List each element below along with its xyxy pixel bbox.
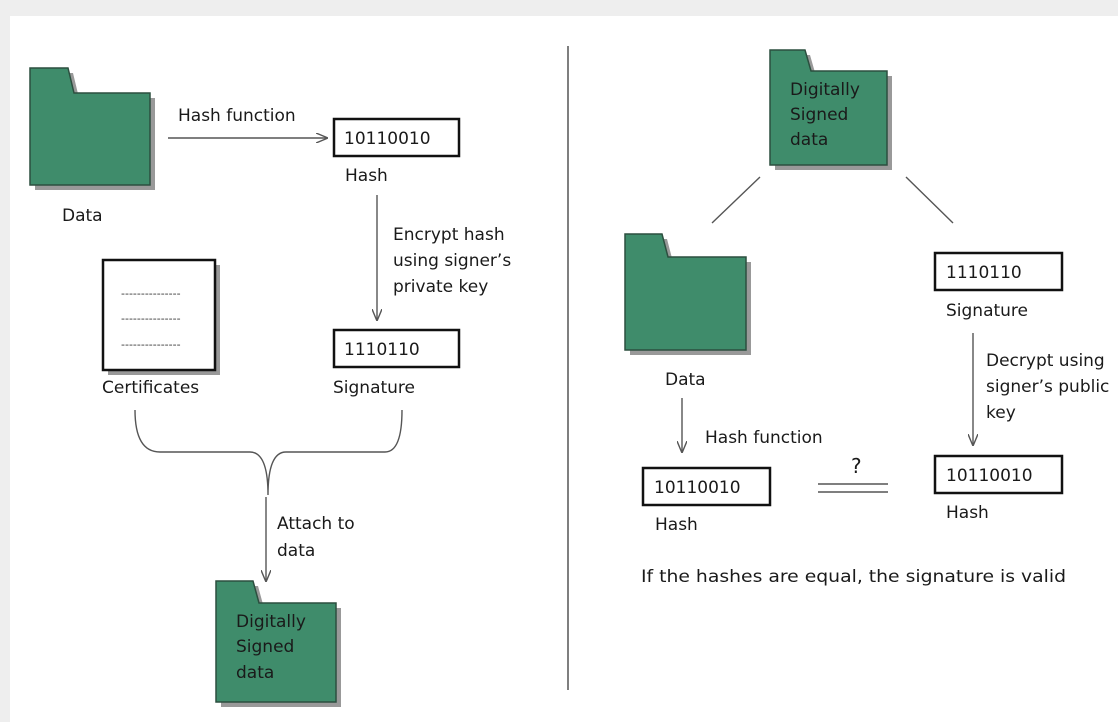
right-hash-function-label: Hash function bbox=[705, 428, 823, 448]
decrypt-line-1: Decrypt using bbox=[986, 351, 1105, 371]
left-hash-function-label: Hash function bbox=[178, 106, 296, 126]
encrypt-line-1: Encrypt hash bbox=[393, 225, 505, 245]
left-hash-box bbox=[332, 117, 461, 158]
split-line-right bbox=[905, 176, 954, 224]
computed-hash-label: Hash bbox=[655, 515, 698, 535]
left-hash-value: 10110010 bbox=[344, 129, 431, 149]
certificate-dash-3: --------------- bbox=[121, 338, 181, 351]
left-signed-line-1: Digitally bbox=[236, 612, 306, 632]
computed-hash-value: 10110010 bbox=[654, 478, 741, 498]
computed-hash-box bbox=[641, 466, 772, 507]
digital-signature-diagram: Data Hash function 10110010 Hash Encrypt… bbox=[29, 46, 1109, 707]
left-data-label: Data bbox=[62, 206, 103, 226]
diagram-canvas: Data Hash function 10110010 Hash Encrypt… bbox=[10, 16, 1118, 722]
split-line-left bbox=[711, 176, 761, 224]
right-signature-value: 1110110 bbox=[946, 263, 1022, 283]
right-signed-data-folder-icon bbox=[769, 49, 892, 170]
right-signed-line-1: Digitally bbox=[790, 80, 860, 100]
right-signed-line-3: data bbox=[790, 130, 828, 150]
attach-line-2: data bbox=[277, 541, 315, 561]
right-data-folder-icon bbox=[624, 233, 751, 355]
right-signature-label: Signature bbox=[946, 301, 1028, 321]
left-signature-box bbox=[332, 328, 461, 369]
right-data-label: Data bbox=[665, 370, 706, 390]
left-signed-line-3: data bbox=[236, 663, 274, 683]
left-signed-data-folder-icon bbox=[215, 580, 341, 707]
certificates-label: Certificates bbox=[102, 378, 199, 398]
right-signature-box bbox=[933, 251, 1064, 292]
combine-brace bbox=[134, 409, 403, 496]
certificate-document-icon: --------------- --------------- --------… bbox=[101, 258, 220, 375]
decrypted-hash-label: Hash bbox=[946, 503, 989, 523]
left-signed-line-2: Signed bbox=[236, 637, 294, 657]
certificate-dash-1: --------------- bbox=[121, 287, 181, 300]
decrypt-line-2: signer’s public bbox=[986, 377, 1109, 397]
encrypt-line-3: private key bbox=[393, 277, 488, 297]
decrypt-line-3: key bbox=[986, 403, 1016, 423]
attach-line-1: Attach to bbox=[277, 514, 355, 534]
right-signed-line-2: Signed bbox=[790, 105, 848, 125]
certificate-dash-2: --------------- bbox=[121, 312, 181, 325]
left-hash-label: Hash bbox=[345, 166, 388, 186]
left-signature-value: 1110110 bbox=[344, 340, 420, 360]
encrypt-line-2: using signer’s bbox=[393, 251, 511, 271]
left-signature-label: Signature bbox=[333, 378, 415, 398]
decrypted-hash-box bbox=[933, 454, 1064, 495]
data-folder-icon bbox=[29, 67, 155, 190]
compare-question-mark: ? bbox=[851, 454, 862, 478]
decrypted-hash-value: 10110010 bbox=[946, 466, 1033, 486]
conclusion-text: If the hashes are equal, the signature i… bbox=[641, 567, 1066, 587]
